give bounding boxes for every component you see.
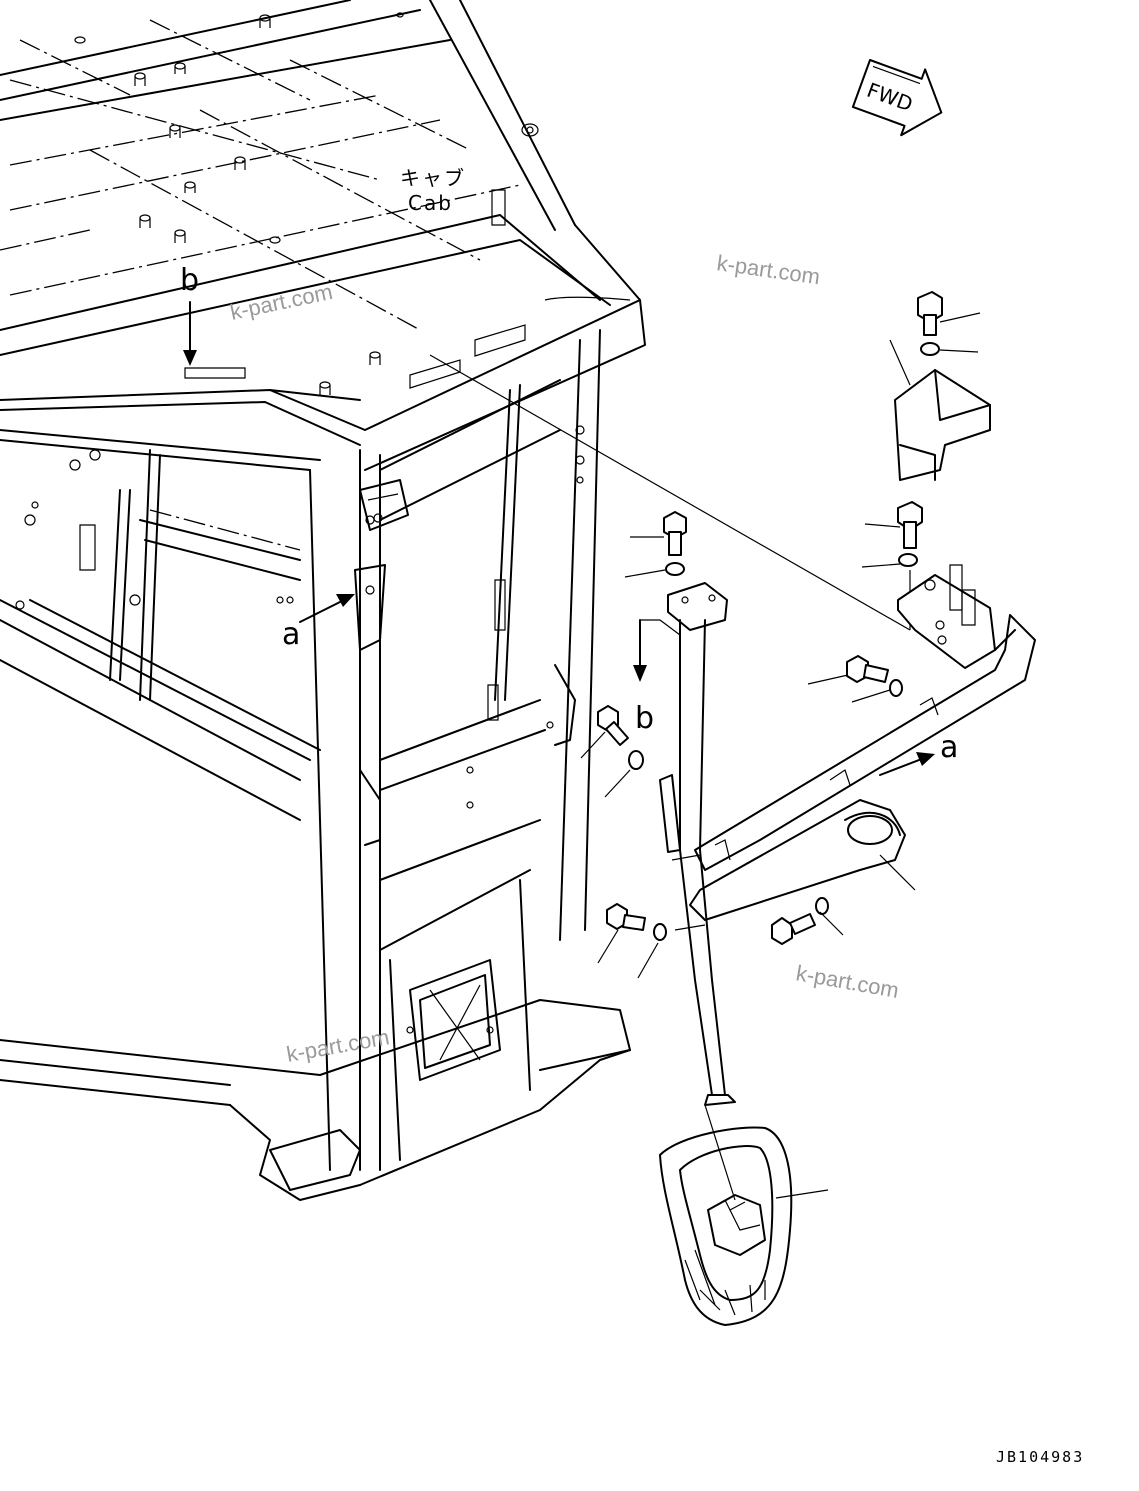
washer-rod-top bbox=[665, 562, 685, 576]
watermark: k-part.com bbox=[228, 279, 335, 325]
bolt-arm-upper bbox=[846, 655, 889, 683]
callout-b-mid-label: b bbox=[635, 701, 654, 736]
callout-leaders bbox=[580, 312, 981, 1199]
mirror-head bbox=[659, 1104, 793, 1326]
cover-bracket bbox=[894, 369, 991, 481]
watermark: k-part.com bbox=[794, 960, 901, 1003]
callout-a-right: a bbox=[879, 730, 958, 776]
washer-mid bbox=[898, 553, 918, 567]
watermark: k-part.com bbox=[715, 250, 821, 289]
callout-a-right-label: a bbox=[940, 730, 958, 765]
bolt-rod-top bbox=[663, 511, 687, 556]
washer-rod-low bbox=[653, 923, 667, 941]
washer-top bbox=[920, 342, 940, 356]
cab-label-english: Cab bbox=[408, 191, 453, 215]
mirror-stay-arm bbox=[689, 614, 1036, 921]
fwd-arrow-icon: FWD bbox=[851, 59, 943, 137]
bolt-mid bbox=[897, 501, 923, 549]
washer-arm-upper bbox=[889, 679, 903, 697]
washer-arm-lower bbox=[815, 897, 829, 915]
bolt-top bbox=[917, 291, 943, 336]
cab-frame bbox=[0, 0, 646, 1201]
callout-b-mid: b bbox=[633, 619, 681, 736]
drawing-code: JB104983 bbox=[996, 1448, 1084, 1466]
washer-rod-mid bbox=[628, 750, 644, 770]
bolt-rod-low bbox=[606, 903, 646, 931]
watermark: k-part.com bbox=[285, 1024, 392, 1067]
bolt-arm-lower bbox=[771, 913, 816, 945]
mirror-mount-plate bbox=[897, 564, 996, 669]
bolt-rod-mid bbox=[597, 705, 629, 746]
callout-a-left: a bbox=[282, 594, 355, 652]
callout-b-top: b bbox=[180, 263, 199, 366]
callout-a-left-label: a bbox=[282, 617, 300, 652]
mirror-assembly bbox=[429, 291, 1036, 1326]
callout-b-top-label: b bbox=[180, 263, 199, 298]
mirror-rod bbox=[659, 582, 736, 1106]
cab-label-japanese: キャブ bbox=[400, 166, 466, 190]
